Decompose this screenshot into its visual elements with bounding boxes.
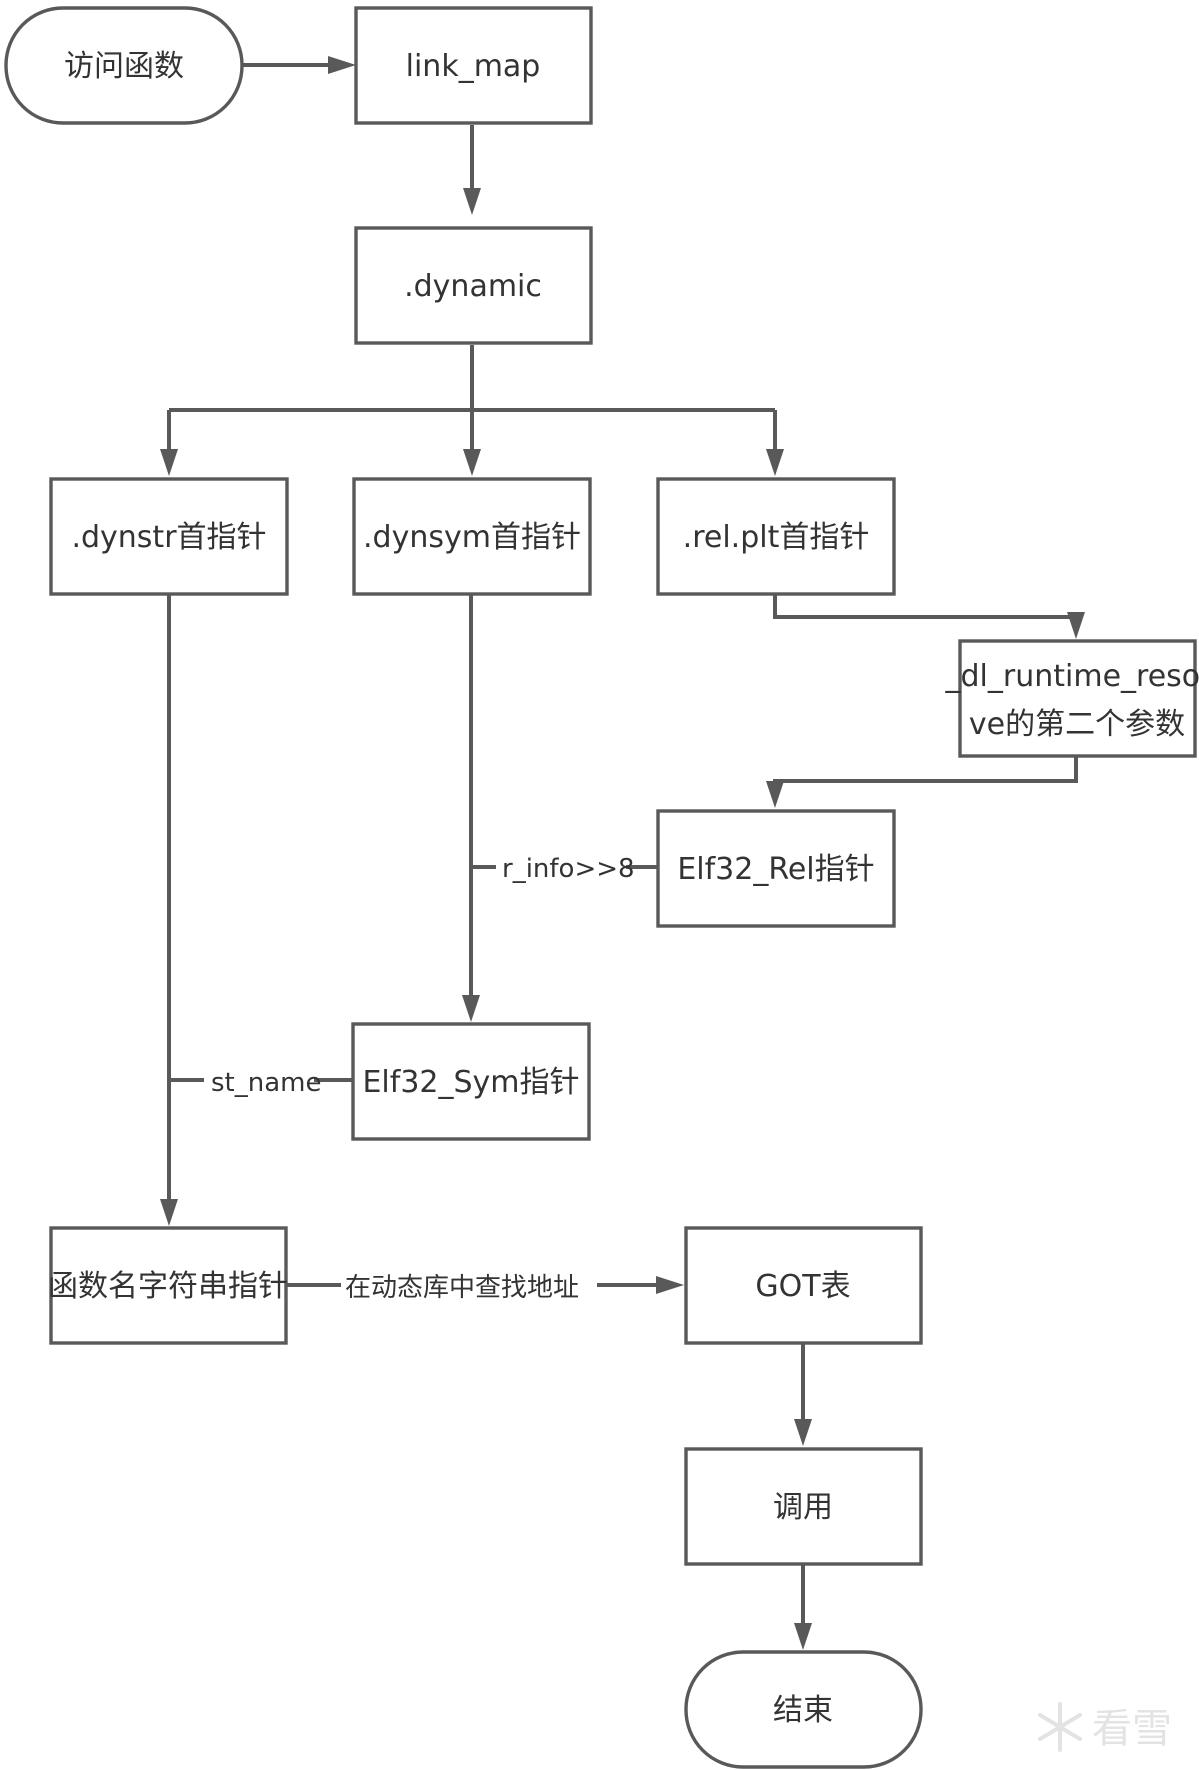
- arrowhead-link-map: [328, 56, 356, 74]
- node-dl-runtime-resolve: _dl_runtime_resol ve的第二个参数: [945, 639, 1199, 758]
- arrowhead-elf32-rel: [766, 781, 784, 808]
- arrowhead-dynamic: [463, 188, 481, 215]
- node-end: 结束: [684, 1650, 923, 1769]
- node-relplt-label: .rel.plt首指针: [683, 520, 870, 555]
- arrowhead-got: [656, 1276, 684, 1294]
- watermark: 看雪: [1038, 1702, 1172, 1752]
- arrowhead-call: [794, 1419, 812, 1446]
- arrowhead-relplt: [766, 449, 784, 476]
- node-elf32-sym: Elf32_Sym指针: [351, 1022, 591, 1141]
- edge-label-lookup: 在动态库中查找地址: [345, 1273, 579, 1303]
- arrowhead-end: [794, 1623, 812, 1650]
- node-dynsym-label: .dynsym首指针: [363, 520, 581, 555]
- arrowhead-dl-resolve: [1067, 612, 1085, 639]
- node-dl-resolve-label-line2: ve的第二个参数: [969, 707, 1185, 742]
- node-start-label: 访问函数: [64, 49, 184, 84]
- arrowhead-funcname: [160, 1199, 178, 1226]
- node-dynsym: .dynsym首指针: [352, 477, 592, 596]
- node-call: 调用: [684, 1447, 923, 1566]
- edge-relplt-to-dl-resolve: [773, 594, 1078, 629]
- edge-label-r-info: r_info>>8: [502, 854, 635, 884]
- arrowhead-dynsym: [463, 449, 481, 476]
- node-dynamic-label: .dynamic: [404, 269, 542, 304]
- snowflake-icon: [1038, 1702, 1082, 1752]
- node-dl-resolve-label-line1: _dl_runtime_resol: [945, 659, 1199, 694]
- node-link-map: link_map: [354, 6, 593, 125]
- arrowhead-elf32-sym: [462, 995, 480, 1022]
- node-funcname-label: 函数名字符串指针: [48, 1269, 288, 1304]
- node-got-label: GOT表: [755, 1269, 850, 1304]
- edge-dl-resolve-to-elf32-rel: [773, 756, 1078, 798]
- node-end-label: 结束: [773, 1693, 833, 1728]
- node-elf32-rel-label: Elf32_Rel指针: [677, 852, 874, 887]
- node-relplt: .rel.plt首指针: [656, 477, 896, 596]
- node-dynamic: .dynamic: [354, 226, 593, 345]
- node-funcname: 函数名字符串指针: [48, 1226, 288, 1345]
- arrowhead-dynstr: [160, 449, 178, 476]
- node-start: 访问函数: [4, 6, 244, 125]
- watermark-text: 看雪: [1092, 1706, 1172, 1752]
- edge-labels: r_info>>8 st_name 在动态库中查找地址: [204, 850, 635, 1304]
- node-got: GOT表: [684, 1226, 923, 1345]
- node-call-label: 调用: [773, 1490, 833, 1525]
- nodes: 访问函数 link_map .dynamic .dynstr首指针 .dynsy…: [4, 6, 1199, 1769]
- node-elf32-rel: Elf32_Rel指针: [656, 809, 896, 928]
- node-elf32-sym-label: Elf32_Sym指针: [362, 1065, 579, 1100]
- edge-label-st-name: st_name: [211, 1068, 321, 1098]
- node-dynstr: .dynstr首指针: [49, 477, 289, 596]
- node-link-map-label: link_map: [406, 49, 541, 84]
- edges: [160, 56, 1085, 1650]
- node-dynstr-label: .dynstr首指针: [71, 520, 266, 555]
